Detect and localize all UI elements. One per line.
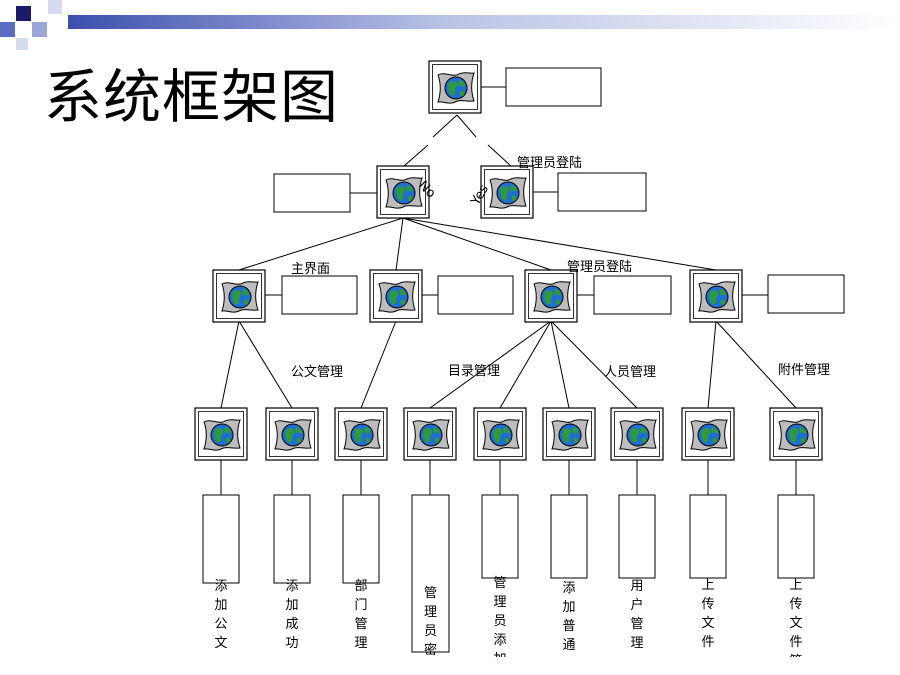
leaf-box-frame	[202, 494, 240, 584]
leaf-box: 上传文件	[689, 494, 727, 650]
leaf-box: 上传文件管	[777, 494, 815, 669]
leaf-box-label: 部门管理	[354, 579, 367, 651]
leaf-box: 添加公文	[202, 494, 240, 651]
leaf-box-label: 添加成功	[285, 579, 298, 651]
leaf-box: 添加普通用	[550, 494, 588, 672]
admin-login-mid-label: 管理员登陆	[567, 259, 632, 275]
corner-decoration	[0, 0, 62, 50]
add-doc-module-icon	[194, 407, 248, 461]
main-ui-label: 主界面	[291, 262, 330, 277]
leaf-box-label: 管理员密	[424, 586, 437, 658]
dept-module-icon	[334, 407, 388, 461]
add-success-module-icon	[265, 407, 319, 461]
leaf-box-label: 添加公文	[214, 579, 227, 651]
leaf-box-frame	[481, 494, 519, 579]
leaf-box: 添加成功	[273, 494, 311, 651]
main-ui-module-icon	[212, 269, 266, 323]
leaf-box: 管理员添加	[481, 494, 519, 667]
no-branch-annotation-box	[273, 173, 351, 213]
leaf-box-frame	[618, 494, 656, 579]
yes-branch-annotation-box	[557, 172, 647, 212]
header-gradient-bar	[68, 15, 900, 29]
leaf-box-frame	[342, 494, 380, 584]
admin-login-top-label: 管理员登陆	[517, 155, 582, 171]
upload-module-icon	[681, 407, 735, 461]
admin-annotation-box	[593, 275, 672, 315]
leaf-box-label: 添加普通用	[562, 581, 575, 672]
leaf-box: 部门管理	[342, 494, 380, 651]
doc-mgmt-label: 公文管理	[291, 365, 343, 380]
admin-module-icon	[524, 269, 578, 323]
staff-mgmt-label: 人员管理	[604, 365, 656, 380]
leaf-box-frame	[550, 494, 588, 579]
leaf-box-frame	[689, 494, 727, 579]
add-user-module-icon	[542, 407, 596, 461]
annotation-boxes	[273, 67, 845, 315]
leaf-box-label: 上传文件管	[789, 578, 802, 669]
docs-annotation-box	[437, 275, 514, 315]
leaf-box-frame	[777, 494, 815, 579]
leaf-box: 用户管理	[618, 494, 656, 651]
root-module-icon	[428, 60, 482, 114]
admin-add-module-icon	[473, 407, 527, 461]
leaf-box-label: 用户管理	[630, 579, 643, 651]
dir-mgmt-label: 目录管理	[448, 364, 500, 379]
attach-annotation-box	[767, 274, 845, 314]
attach-mgmt-label: 附件管理	[778, 363, 830, 378]
attach-module-icon	[689, 269, 743, 323]
root-annotation-box	[505, 67, 602, 107]
module-nodes	[194, 60, 823, 461]
upload-mgmt-module-icon	[769, 407, 823, 461]
admin-pwd-module-icon	[403, 407, 457, 461]
doc-module-icon	[369, 269, 423, 323]
leaf-box-frame	[411, 494, 450, 653]
leaf-boxes: 添加公文 添加成功 部门管理 管理员密 管理员添加 添加普通用 用户管理 上传文件 上传文件管	[202, 494, 815, 672]
leaf-box-label: 上传文件	[701, 578, 714, 650]
leaf-box-frame	[273, 494, 311, 584]
user-mgmt-module-icon	[610, 407, 664, 461]
leaf-box: 管理员密	[411, 494, 450, 658]
main-ui-annotation-box	[281, 275, 358, 315]
connector-lines	[220, 86, 797, 495]
page-title: 系统框架图	[44, 63, 340, 131]
leaf-box-label: 管理员添加	[493, 576, 506, 667]
